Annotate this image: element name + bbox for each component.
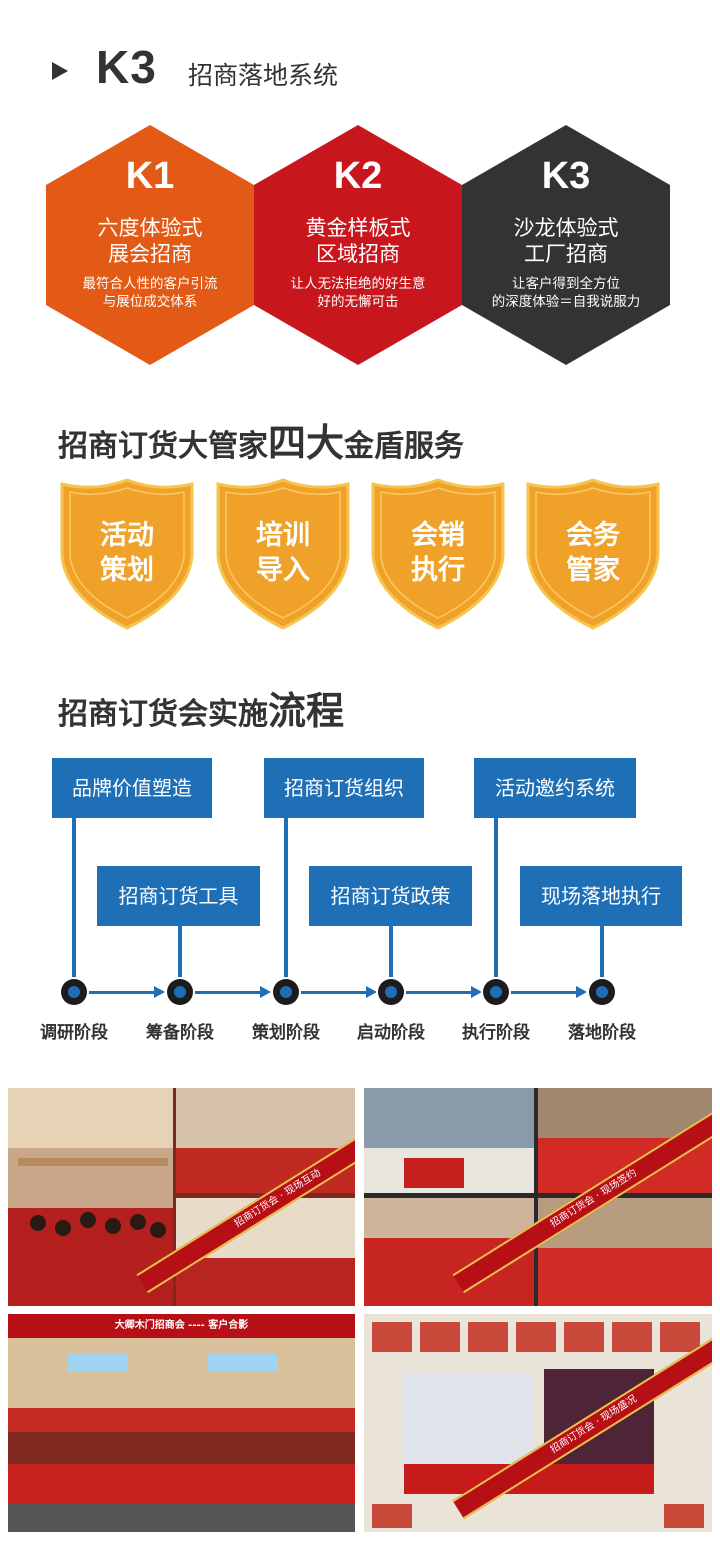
- shield-label: 会销执行: [411, 520, 465, 586]
- connector-line: [72, 818, 76, 984]
- hexagon-title: 六度体验式展会招商: [97, 216, 203, 266]
- timeline-node: [589, 979, 615, 1005]
- connector-line: [178, 926, 182, 984]
- shield-icon: [371, 478, 505, 630]
- shield-label: 培训导入: [256, 520, 310, 586]
- hexagon-k2: K2 黄金样板式区域招商 让人无法拒绝的好生意好的无懈可击: [254, 125, 462, 365]
- arrow-right-icon: [154, 986, 165, 998]
- flow-box-brand-value: 品牌价值塑造: [52, 758, 212, 818]
- timeline-node: [378, 979, 404, 1005]
- timeline-segment: [298, 991, 368, 994]
- hexagon-code: K3: [541, 155, 591, 197]
- event-photo-collage-4: 招商订货会 · 现场盛况: [364, 1314, 712, 1532]
- services-title: 招商订货大管家四大金盾服务: [58, 421, 465, 465]
- hexagon-k3: K3 沙龙体验式工厂招商 让客户得到全方位的深度体验＝自我说服力: [462, 125, 670, 365]
- hexagon-title: 黄金样板式区域招商: [305, 216, 411, 266]
- timeline-segment: [508, 991, 578, 994]
- flow-box-invitation: 活动邀约系统: [474, 758, 636, 818]
- hexagon-desc: 最符合人性的客户引流与展位成交体系: [82, 276, 218, 310]
- stage-label: 启动阶段: [357, 1023, 425, 1043]
- photo-image: [364, 1314, 712, 1532]
- timeline-segment: [192, 991, 262, 994]
- arrow-right-icon: [576, 986, 587, 998]
- section-subtitle: 招商落地系统: [188, 61, 339, 90]
- stage-label: 落地阶段: [568, 1023, 636, 1043]
- process-title: 招商订货会实施流程: [58, 689, 345, 733]
- play-arrow-icon: [52, 62, 68, 80]
- arrow-right-icon: [366, 986, 377, 998]
- shield-label: 活动策划: [100, 520, 154, 586]
- timeline-node: [61, 979, 87, 1005]
- shield-activity-planning: 活动策划: [58, 478, 196, 630]
- hexagon-k1: K1 六度体验式展会招商 最符合人性的客户引流与展位成交体系: [46, 125, 254, 365]
- connector-line: [600, 926, 604, 984]
- connector-line: [389, 926, 393, 984]
- connector-line: [494, 818, 498, 984]
- stage-label: 策划阶段: [252, 1023, 320, 1043]
- flow-box-tools: 招商订货工具: [97, 866, 260, 926]
- shield-conference-steward: 会务管家: [524, 478, 662, 630]
- photo-image: [8, 1314, 355, 1532]
- shield-label: 会务管家: [566, 520, 620, 586]
- photo-image: [8, 1088, 355, 1306]
- hexagon-title: 沙龙体验式工厂招商: [513, 216, 619, 266]
- flow-box-onsite-execution: 现场落地执行: [520, 866, 682, 926]
- timeline-segment: [86, 991, 156, 994]
- event-photo-collage-2: 招商订货会 · 现场签约: [364, 1088, 712, 1306]
- hexagon-code: K1: [125, 155, 175, 197]
- shield-icon: [216, 478, 350, 630]
- shield-icon: [526, 478, 660, 630]
- event-photo-group: 大卿木门招商会 ---- 客户合影: [8, 1314, 355, 1532]
- section-code: K3: [96, 41, 157, 93]
- shield-icon: [60, 478, 194, 630]
- stage-label: 调研阶段: [40, 1023, 108, 1043]
- shield-sales-execution: 会销执行: [369, 478, 507, 630]
- flow-box-organization: 招商订货组织: [264, 758, 424, 818]
- flow-box-policy: 招商订货政策: [309, 866, 472, 926]
- timeline-node: [483, 979, 509, 1005]
- stage-label: 筹备阶段: [146, 1023, 214, 1043]
- timeline-segment: [403, 991, 473, 994]
- connector-line: [284, 818, 288, 984]
- stage-label: 执行阶段: [462, 1023, 530, 1043]
- photo-caption: 大卿木门招商会 ---- 客户合影: [8, 1316, 355, 1336]
- shield-training: 培训导入: [214, 478, 352, 630]
- hexagon-desc: 让人无法拒绝的好生意好的无懈可击: [290, 276, 426, 310]
- timeline-node: [167, 979, 193, 1005]
- arrow-right-icon: [260, 986, 271, 998]
- hexagon-code: K2: [333, 155, 383, 197]
- hexagon-desc: 让客户得到全方位的深度体验＝自我说服力: [491, 276, 641, 310]
- photo-image: [364, 1088, 712, 1306]
- timeline-node: [273, 979, 299, 1005]
- event-photo-collage-1: 招商订货会 · 现场互动: [8, 1088, 355, 1306]
- arrow-right-icon: [471, 986, 482, 998]
